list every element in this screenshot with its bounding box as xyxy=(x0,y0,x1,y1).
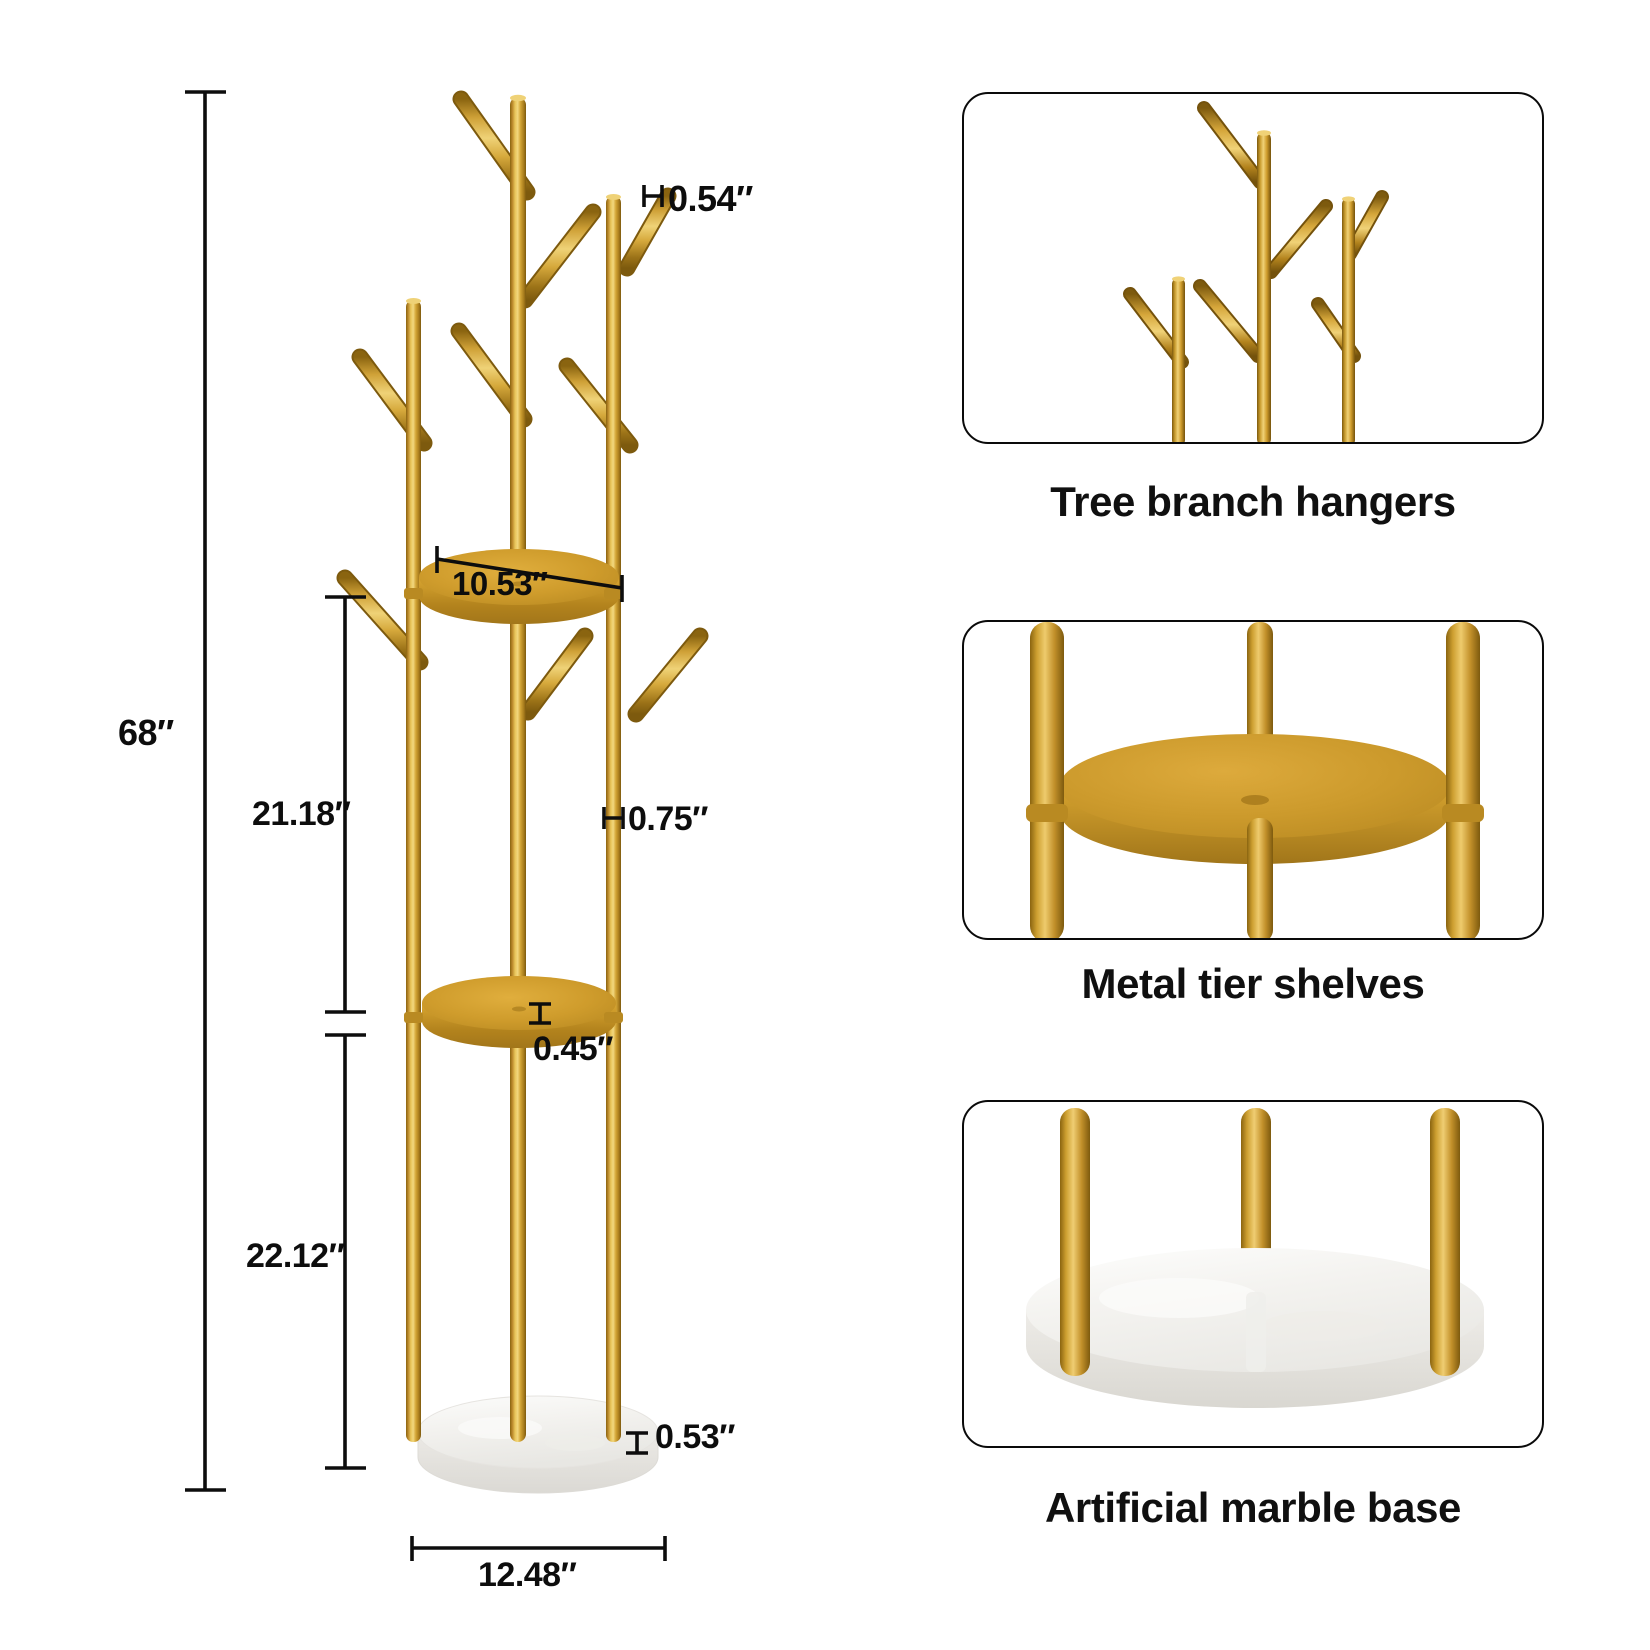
branch-hooks xyxy=(336,90,709,723)
lower-shelf xyxy=(404,976,623,1048)
feature-panel-artificial-marble-base xyxy=(962,1100,1544,1448)
dim-label-upper-section: 21.18″ xyxy=(252,795,351,833)
dim-label-branch-diameter: 0.54″ xyxy=(668,178,753,219)
artificial-marble-base-illustration xyxy=(1026,1108,1484,1408)
feature-panel-metal-tier-shelves xyxy=(962,620,1544,940)
feature-caption-tree-branch-hangers: Tree branch hangers xyxy=(1050,478,1456,525)
dim-label-pole-diameter: 0.75″ xyxy=(628,800,708,838)
dim-label-base-thickness: 0.53″ xyxy=(655,1418,735,1456)
dim-label-shelf-thickness: 0.45″ xyxy=(533,1030,613,1068)
dimension-lines xyxy=(185,90,667,1561)
dimline-shelf-diameter xyxy=(436,557,623,590)
dim-label-lower-section: 22.12″ xyxy=(246,1237,345,1275)
dim-label-total-height: 68″ xyxy=(118,712,174,753)
dim-label-base-diameter: 12.48″ xyxy=(478,1556,577,1594)
feature-panel-tree-branch-hangers xyxy=(962,92,1544,444)
tree-branch-hangers-illustration xyxy=(1123,101,1389,442)
marble-base xyxy=(417,1395,659,1494)
dim-label-shelf-diameter: 10.53″ xyxy=(452,565,548,602)
vertical-poles xyxy=(406,94,621,1442)
feature-caption-artificial-marble-base: Artificial marble base xyxy=(1044,1484,1462,1531)
metal-tier-shelves-illustration xyxy=(1026,622,1484,938)
feature-caption-metal-tier-shelves: Metal tier shelves xyxy=(1081,960,1425,1007)
